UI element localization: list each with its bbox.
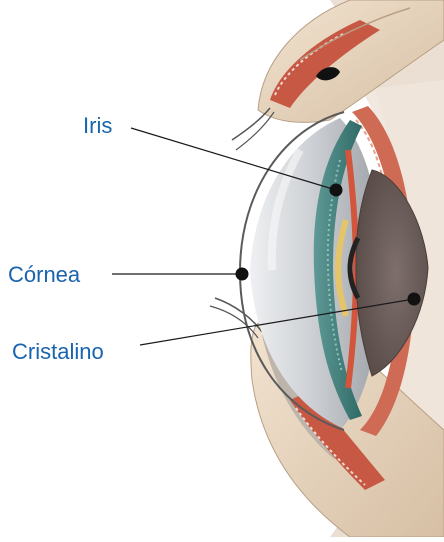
callout-cornea — [112, 268, 249, 281]
iris-marker-dot — [330, 184, 343, 197]
cornea-marker-dot — [236, 268, 249, 281]
iris-label: Iris — [83, 115, 112, 137]
cristalino-marker-dot — [408, 293, 421, 306]
cornea-label: Córnea — [8, 264, 80, 286]
cristalino-label: Cristalino — [12, 341, 104, 363]
